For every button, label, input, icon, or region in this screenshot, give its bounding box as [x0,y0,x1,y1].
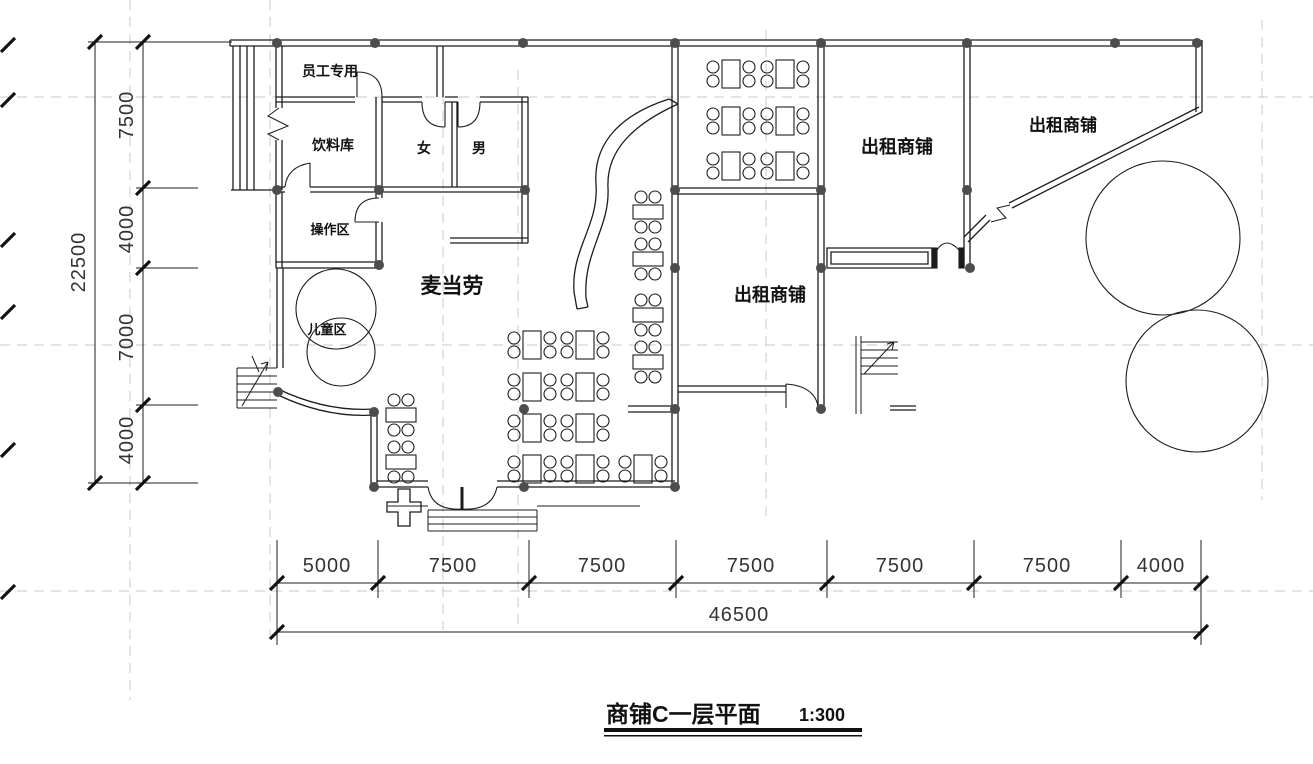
drawing-scale: 1:300 [799,705,845,725]
room-label-rental-shop-3: 出租商铺 [734,284,806,305]
dim-bottom-seg-7: 4000 [1137,555,1186,577]
dim-left-seg-3: 7000 [116,313,138,362]
dimension-chain-left: 7500 4000 7000 4000 22500 [68,33,232,492]
room-label-mcdonalds: 麦当劳 [421,274,484,298]
drawing-title: 商铺C一层平面 [606,701,761,727]
dimension-chain-bottom: 5000 7500 7500 7500 7500 7500 4000 46500 [268,540,1210,645]
dining-tables [385,59,810,484]
kids-play-circles [295,268,377,387]
stairs-left [236,355,277,409]
dim-bottom-seg-2: 7500 [429,555,478,577]
title-block: 商铺C一层平面 1:300 [604,701,862,737]
dim-bottom-seg-5: 7500 [876,555,925,577]
dim-left-seg-1: 7500 [116,91,138,140]
stairs-right [855,336,898,414]
dim-bottom-total: 46500 [709,604,770,626]
room-label-male-wc: 男 [472,140,486,156]
title-underline-thin [604,735,862,737]
room-label-staff-only: 员工专用 [302,63,358,79]
room-label-kids-area: 儿童区 [306,322,346,337]
door-swings [284,71,965,510]
title-underline-thick [604,728,862,732]
walls [229,39,1203,527]
room-label-beverage-store: 饮料库 [311,137,354,153]
trees [1085,160,1269,453]
grid-lines [0,0,1313,700]
dim-left-seg-4: 4000 [116,416,138,465]
structural-columns [272,38,1202,492]
dim-left-seg-2: 4000 [116,205,138,254]
dim-bottom-seg-4: 7500 [727,555,776,577]
room-label-rental-shop-2: 出租商铺 [1029,115,1097,135]
room-labels: 员工专用 饮料库 女 男 操作区 麦当劳 儿童区 出租商铺 出租商铺 出租商铺 [302,63,1097,337]
edge-tick-marks [0,36,17,601]
room-label-rental-shop-1: 出租商铺 [861,136,933,157]
room-label-female-wc: 女 [417,140,431,156]
dim-left-total: 22500 [68,232,90,293]
dim-bottom-seg-6: 7500 [1023,555,1072,577]
entry-steps [388,505,640,532]
dim-bottom-seg-3: 7500 [578,555,627,577]
room-label-operation-area: 操作区 [310,222,349,237]
dim-bottom-seg-1: 5000 [303,555,352,577]
